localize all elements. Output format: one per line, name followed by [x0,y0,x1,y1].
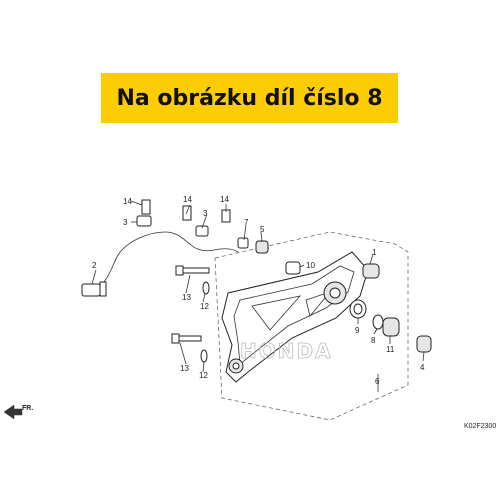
part-14-bolt-center [182,205,192,221]
callout-10: 11 [386,345,395,354]
callout-12: 12 [200,302,209,311]
part-12-washer-lower [200,349,208,363]
part-10-bushing [382,317,400,337]
banner-text: Na obrázku díl číslo 8 [116,85,383,111]
callout-14: 14 [123,197,132,206]
callout-6: 6 [375,377,380,386]
part-7-nut [237,237,249,249]
callout-13: 13 [180,364,189,373]
part-3-clamp-center [195,225,209,237]
callout-1: 1 [372,248,377,257]
part-8-circlip [372,314,384,330]
callout-14: 14 [220,195,229,204]
part-number-banner: Na obrázku díl číslo 8 [101,73,398,123]
direction-label: FR. [22,405,33,412]
part-1-bushing [362,263,380,279]
callout-13: 13 [182,293,191,302]
callout-11: 10 [306,261,315,270]
callout-12: 12 [199,371,208,380]
callout-3: 3 [203,209,208,218]
diagram-code: K02​F2300 [464,423,496,430]
part-12-washer-upper [202,281,210,295]
part-2-sensor-cable [81,231,239,297]
front-direction-arrow-icon [3,404,23,420]
part-13-bolt-lower [171,333,202,344]
part-13-bolt-upper [175,265,210,276]
callout-9: 9 [355,326,360,335]
part-5-collar [255,240,269,254]
part-3-clamp-left [136,215,152,227]
assembly-boundary [214,231,409,421]
callout-4: 4 [420,363,425,372]
callout-14: 14 [183,195,192,204]
part-11-collar [285,261,301,275]
part-4-cap [416,335,432,353]
callout-5: 5 [260,225,265,234]
callout-2: 2 [92,261,97,270]
part-14-bolt-left [141,199,151,215]
honda-watermark: HONDA [240,339,333,363]
callout-3: 3 [123,218,128,227]
callout-7: 7 [244,218,249,227]
swingarm [221,251,369,383]
callout-8: 8 [371,336,376,345]
